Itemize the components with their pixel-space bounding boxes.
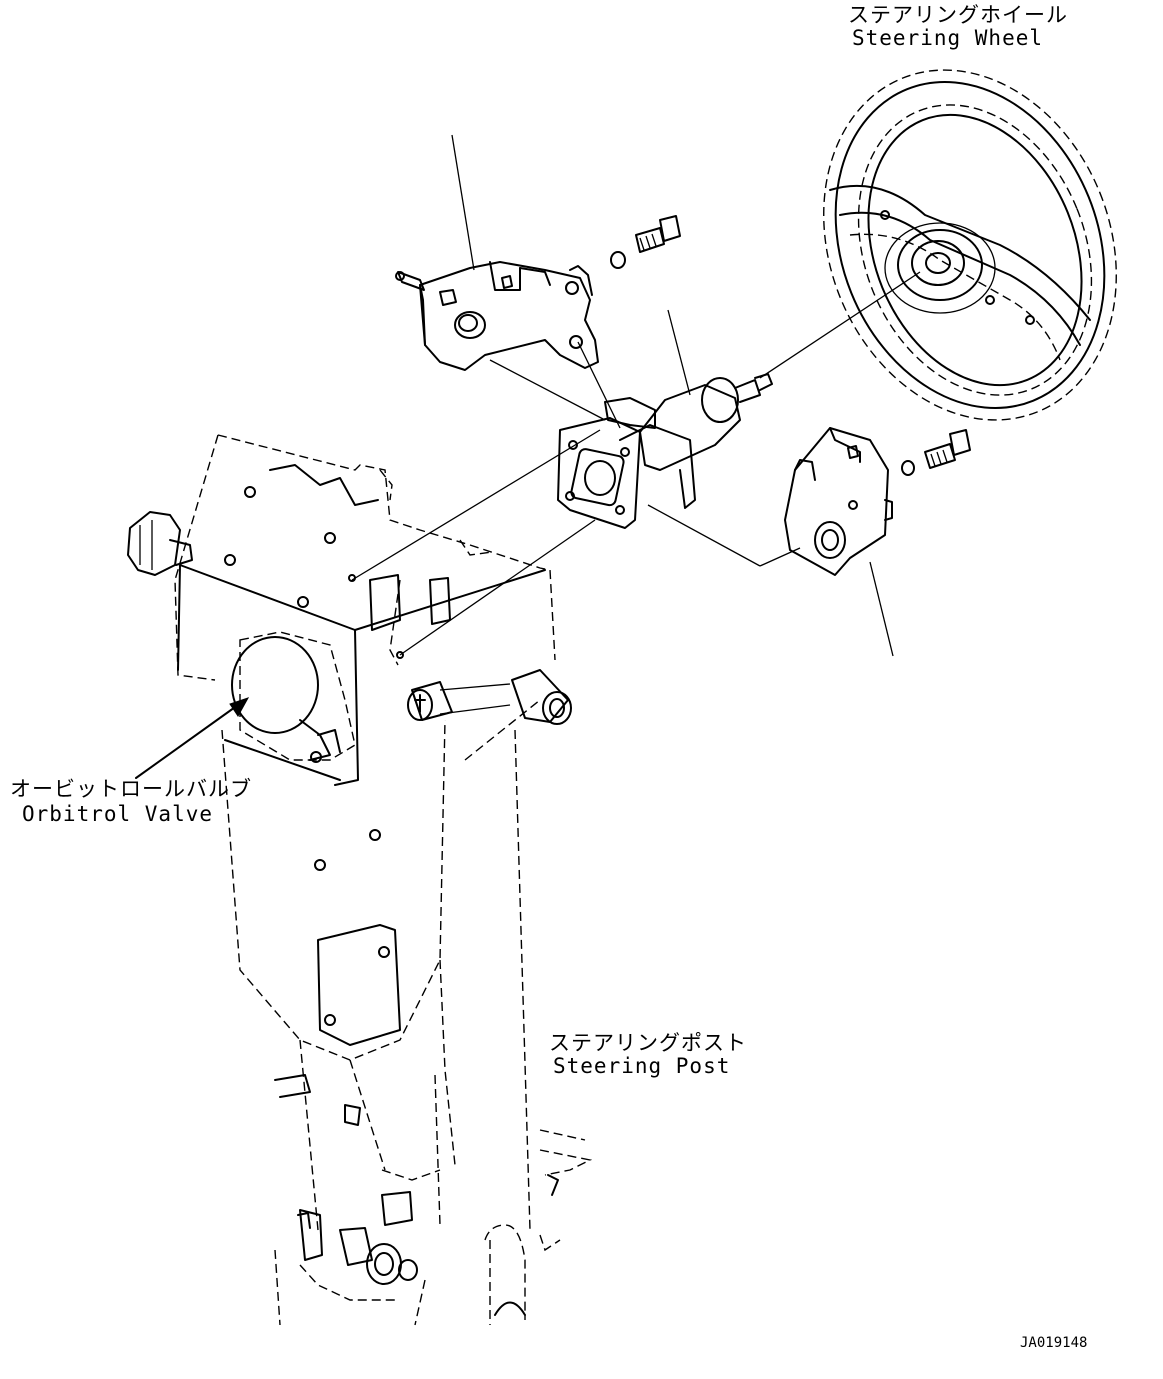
orbitrol-arrow	[135, 697, 250, 779]
steering-post-label-jp: ステアリングポスト	[549, 1031, 747, 1055]
steering-wheel-label-jp: ステアリングホイール	[848, 3, 1068, 27]
orbitrol-valve-label-en: Orbitrol Valve	[22, 802, 213, 826]
bolt-lower	[901, 429, 971, 476]
dash-panel	[174, 434, 556, 786]
bolt-upper	[610, 215, 681, 269]
steering-wheel-label-en: Steering Wheel	[852, 26, 1043, 50]
upper-bracket	[395, 261, 599, 371]
pivot-pins	[407, 669, 572, 725]
orbitrol-valve	[224, 631, 356, 781]
drawing-id: JA019148	[1020, 1335, 1087, 1351]
steering-column	[557, 373, 773, 529]
axis-line-wheel	[759, 271, 921, 379]
steering-post-label-en: Steering Post	[553, 1054, 730, 1078]
assembly-lines	[351, 341, 801, 656]
lower-bracket	[784, 427, 893, 576]
leader-line-lower-bracket	[869, 561, 894, 657]
lever-knob	[127, 511, 193, 576]
orbitrol-valve-label-jp: オービットロールバルブ	[10, 777, 252, 801]
steering-wheel	[823, 69, 1117, 421]
steering-post	[221, 699, 593, 1326]
leader-line-bracket	[451, 134, 475, 271]
leader-line-column	[667, 309, 691, 396]
